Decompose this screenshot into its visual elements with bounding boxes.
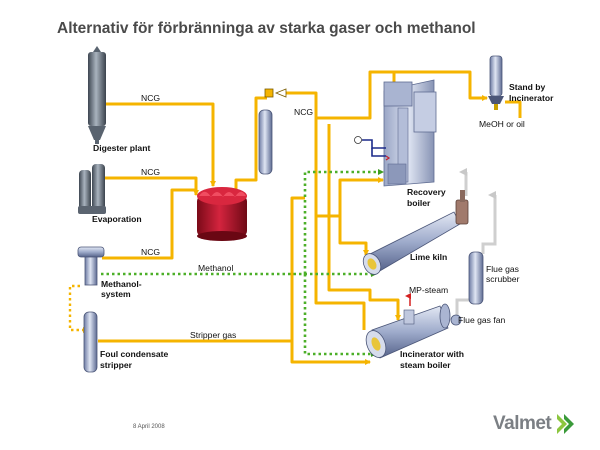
- label-incinerator-2: steam boiler: [400, 360, 451, 370]
- label-stripper-gas: Stripper gas: [190, 330, 236, 340]
- meoh-line-standby: [505, 100, 522, 118]
- label-mp-steam: MP-steam: [409, 285, 448, 295]
- foul-condensate-stripper: [83, 311, 98, 373]
- methanol-line-down: [303, 274, 377, 357]
- evaporation-unit: [78, 164, 106, 214]
- ncg-line-methanol: [102, 188, 196, 260]
- slide-title: Alternativ för förbränninga av starka ga…: [57, 20, 476, 37]
- methanol-line-up: [303, 169, 384, 274]
- digester-plant: [88, 46, 106, 144]
- label-flue-gas-scrubber-1: Flue gas: [486, 264, 519, 274]
- incinerator-unit: [365, 293, 451, 359]
- label-ncg-ejector: NCG: [294, 107, 313, 117]
- footer-date: 8 April 2008: [133, 424, 165, 430]
- logo-wordmark: Valmet: [493, 413, 552, 434]
- ejector-valve: [264, 88, 287, 98]
- stripper-gas-branch: [290, 196, 305, 341]
- ncg-line-to-standby: [394, 70, 488, 101]
- flue-gas-lines: [455, 168, 497, 316]
- label-lime-kiln: Lime kiln: [410, 252, 447, 262]
- ncg-gas-lines: [98, 70, 522, 365]
- label-flue-gas-fan: Flue gas fan: [458, 315, 506, 325]
- label-ncg-evaporation: NCG: [141, 167, 160, 177]
- flue-gas-scrubber-unit: [468, 251, 484, 305]
- ncg-line-digester: [104, 102, 216, 187]
- label-ncg-methanol: NCG: [141, 247, 160, 257]
- stripper-gas-line: [98, 339, 371, 365]
- methanol-lines: [101, 169, 384, 357]
- label-standby-2: Incinerator: [509, 93, 554, 103]
- ncg-line-evaporation: [104, 176, 199, 196]
- ncg-line-ejector: [283, 91, 318, 216]
- label-recovery-boiler-1: Recovery: [407, 187, 446, 197]
- separator-column: [258, 109, 273, 175]
- stream-labels: NCG NCG NCG NCG Methanol Stripper gas MP…: [141, 93, 525, 340]
- condensate-loop: [68, 284, 89, 333]
- flue-gas-fan-unit: [450, 314, 462, 326]
- label-ncg-digester: NCG: [141, 93, 160, 103]
- ncg-line-to-recovery: [316, 70, 396, 120]
- standby-incinerator-unit: [488, 55, 504, 110]
- gas-line-kiln-incinerator: [314, 216, 366, 330]
- label-digester-plant: Digester plant: [93, 143, 150, 153]
- scrubber-line: [455, 298, 470, 316]
- label-incinerator-1: Incinerator with: [400, 349, 464, 359]
- ncg-line-to-limekiln: [316, 214, 369, 256]
- label-flue-gas-scrubber-2: scrubber: [486, 274, 520, 284]
- gas-collection-tank: [197, 187, 247, 241]
- scrubber-outlet: [481, 191, 497, 254]
- label-evaporation: Evaporation: [92, 214, 142, 224]
- label-recovery-boiler-2: boiler: [407, 198, 431, 208]
- label-foul-condensate-2: stripper: [100, 360, 133, 370]
- label-methanol-system-2: system: [101, 289, 131, 299]
- recovery-boiler-unit: [354, 79, 437, 187]
- label-meoh-or-oil: MeOH or oil: [479, 119, 525, 129]
- ncg-line-to-incinerator: [327, 124, 401, 321]
- methanol-system-unit: [77, 246, 105, 286]
- valmet-logo: Valmet: [493, 411, 575, 437]
- unit-labels: Digester plant Evaporation Methanol- sys…: [92, 82, 554, 370]
- label-standby-1: Stand by: [509, 82, 546, 92]
- ncg-line-tank-to-separator: [234, 96, 267, 194]
- label-foul-condensate-1: Foul condensate: [100, 349, 169, 359]
- ncg-line-recovery-feed: [338, 177, 384, 216]
- logo-mark-icon: [557, 414, 575, 434]
- label-methanol: Methanol: [198, 263, 233, 273]
- label-methanol-system-1: Methanol-: [101, 279, 142, 289]
- lime-kiln-unit: [362, 190, 469, 275]
